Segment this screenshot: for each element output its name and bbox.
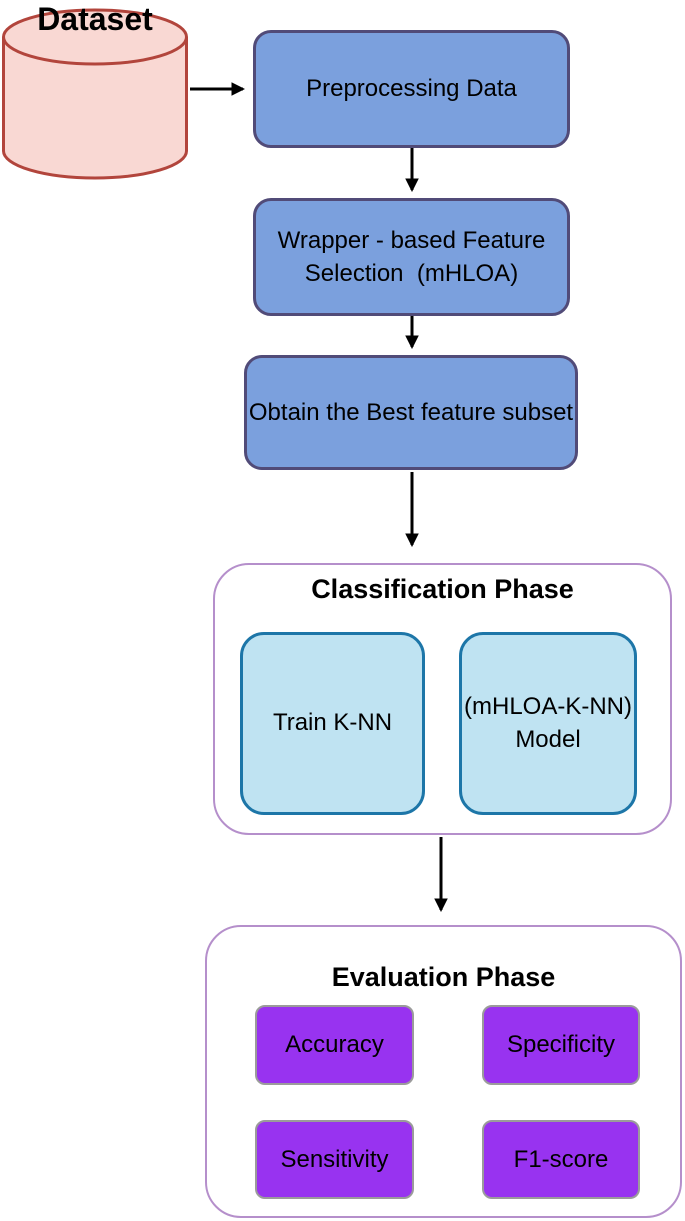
evaluation-phase-container: Evaluation Phase Accuracy Specificity Se… xyxy=(205,925,682,1218)
metric-accuracy: Accuracy xyxy=(255,1005,414,1085)
step-feature-selection: Wrapper - based Feature Selection (mHLOA… xyxy=(253,198,570,316)
classification-phase-title: Classification Phase xyxy=(311,574,574,604)
classification-phase-container: Classification Phase Train K-NN (mHLOA-K… xyxy=(213,563,672,835)
step-best-feature-subset: Obtain the Best feature subset xyxy=(244,355,578,470)
step-preprocessing-data: Preprocessing Data xyxy=(253,30,570,148)
metric-sensitivity: Sensitivity xyxy=(255,1120,414,1199)
dataset-label: Dataset xyxy=(37,1,153,37)
box-train-knn: Train K-NN xyxy=(240,632,425,815)
metric-f1-score: F1-score xyxy=(482,1120,640,1199)
metric-specificity: Specificity xyxy=(482,1005,640,1085)
box-mhloa-knn-model: (mHLOA-K-NN) Model xyxy=(459,632,637,815)
evaluation-phase-title: Evaluation Phase xyxy=(331,962,556,992)
